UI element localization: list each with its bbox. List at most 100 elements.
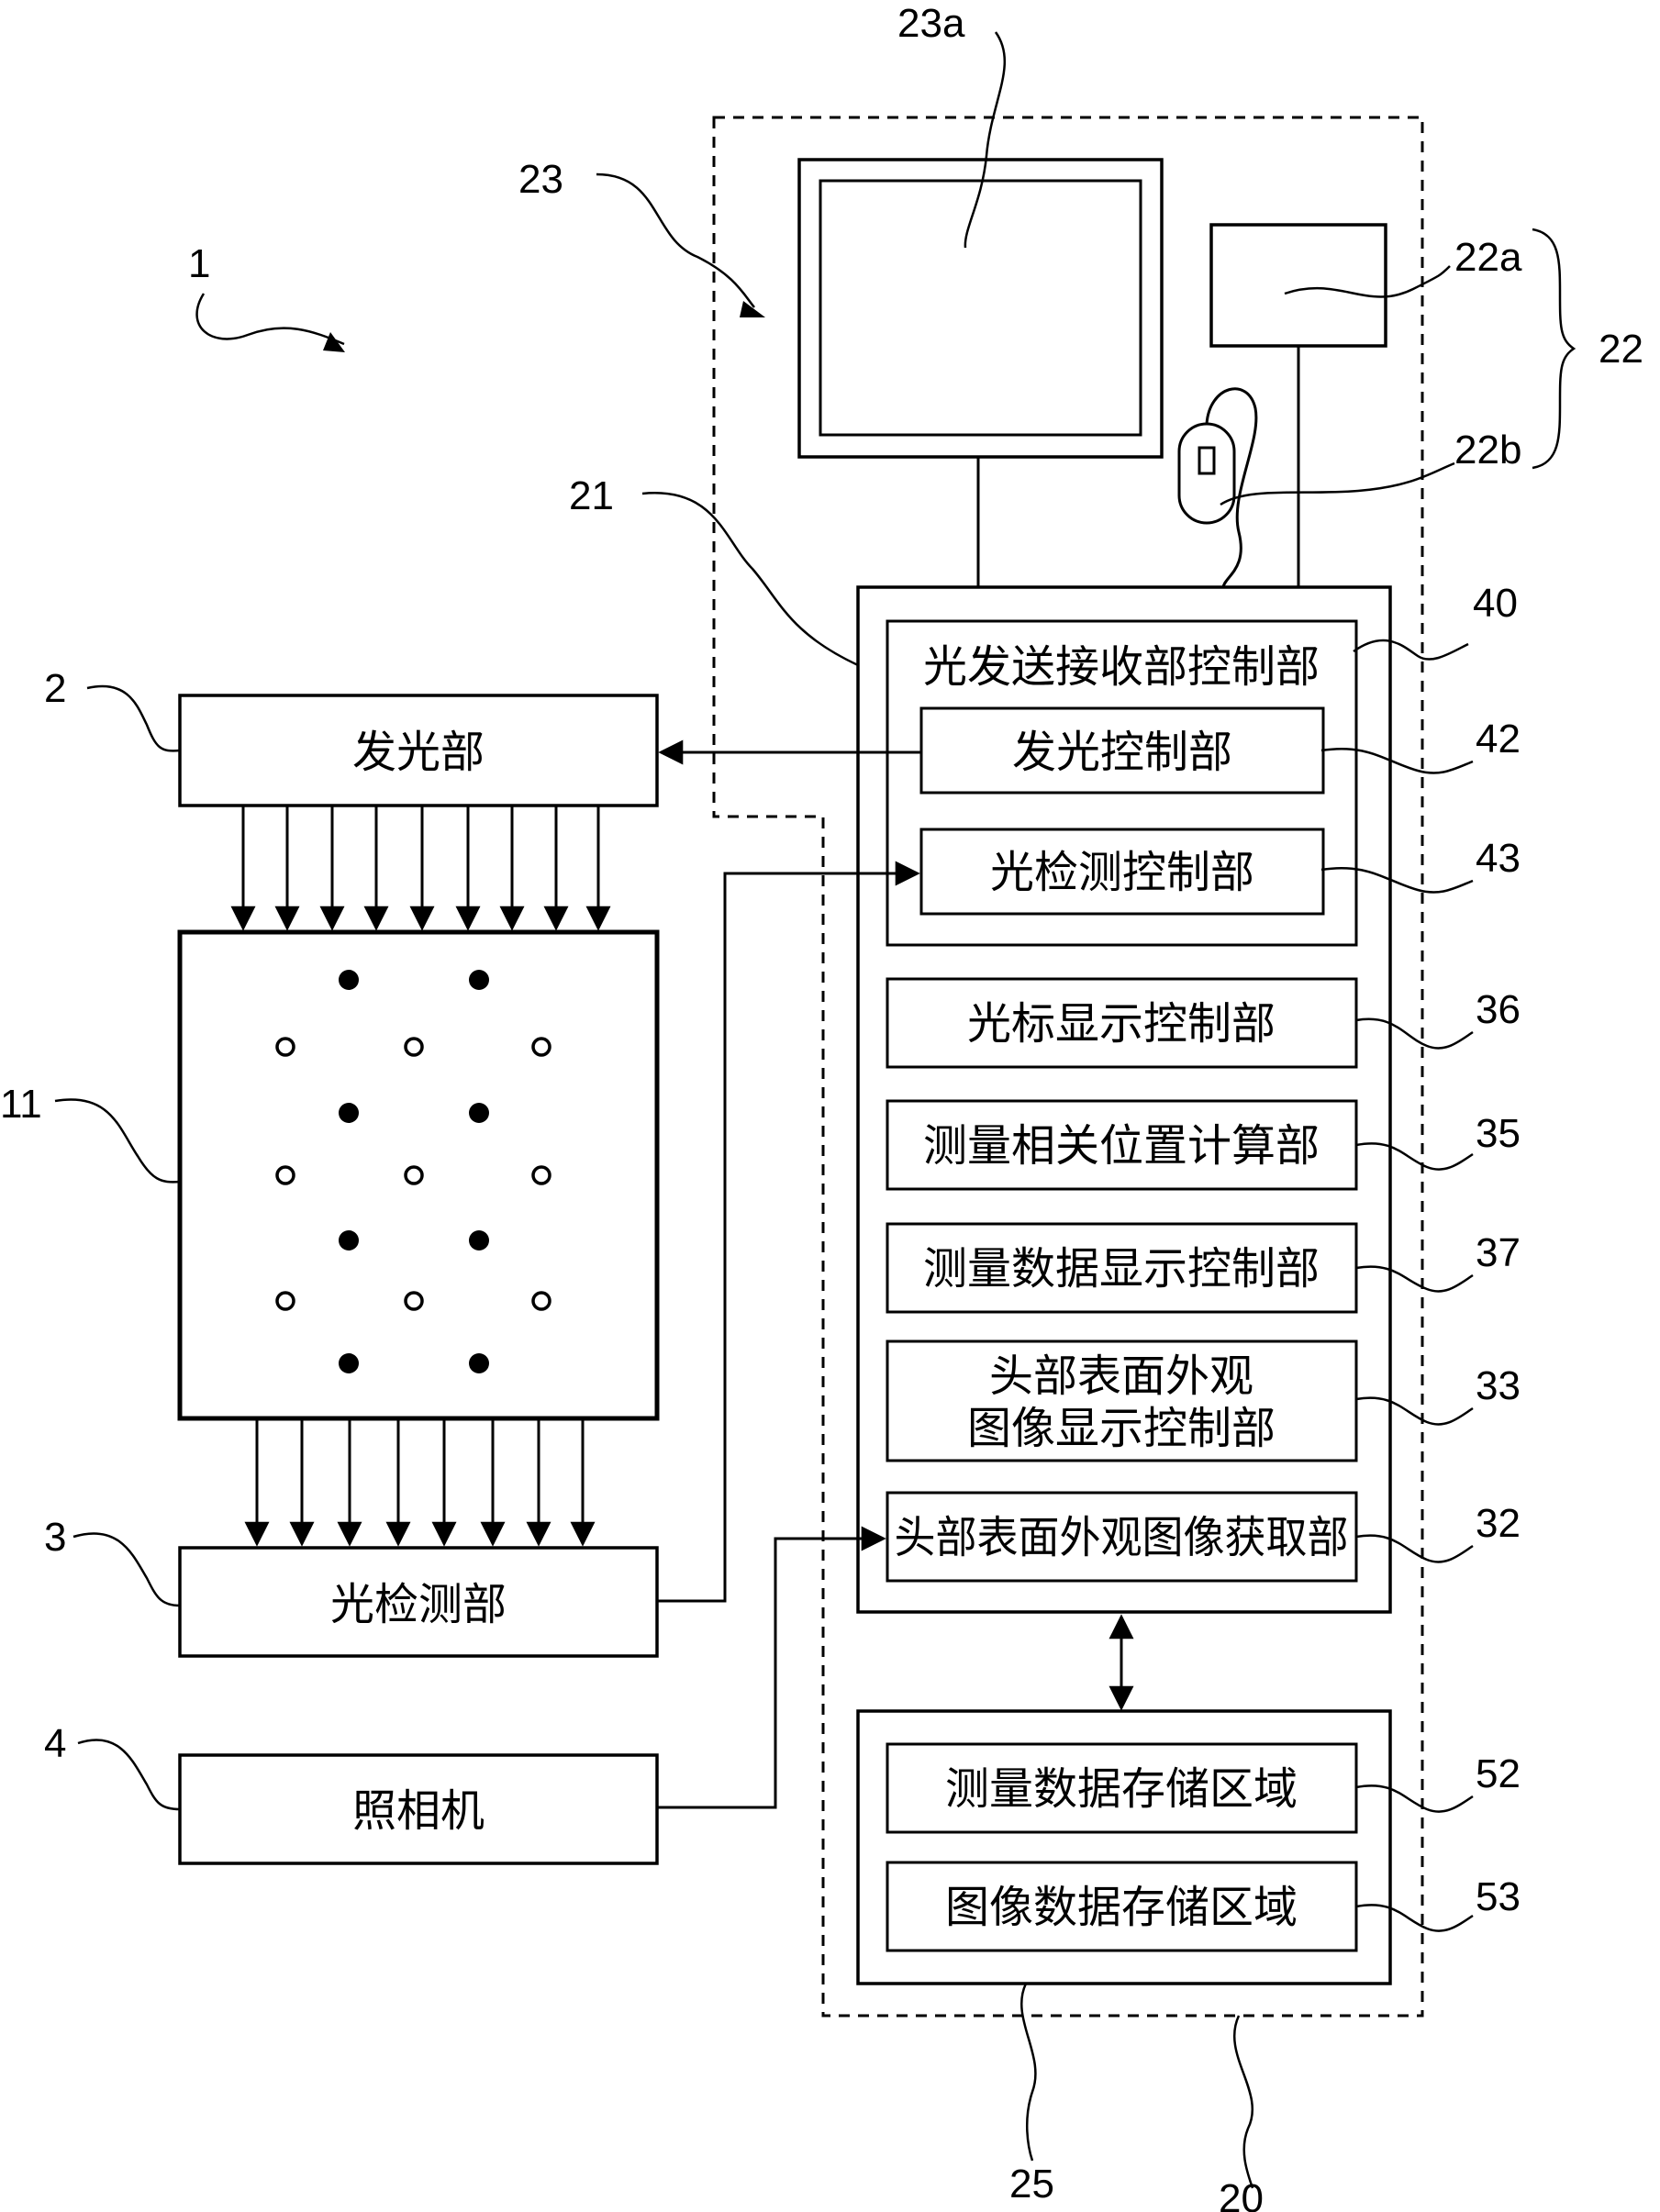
light-source-dot — [469, 1353, 489, 1373]
mouse-cable — [1205, 387, 1258, 588]
leader-21 — [641, 492, 859, 667]
emitter-label: 发光部 — [352, 727, 485, 778]
light-source-dot — [469, 1230, 489, 1251]
leader-43 — [1320, 866, 1474, 894]
light-source-dot — [339, 1353, 359, 1373]
light-source-dot — [469, 970, 489, 990]
detector-label: 光检测部 — [330, 1579, 507, 1630]
camera-label: 照相机 — [352, 1785, 485, 1837]
leader-22b — [1220, 461, 1455, 506]
image-store-box — [886, 1861, 1358, 1952]
position-calc-label: 测量相关位置计算部 — [923, 1120, 1320, 1172]
leader-32 — [1355, 1534, 1474, 1563]
leader-1-arrowhead — [323, 332, 345, 352]
leader-23-arrowhead — [740, 301, 765, 317]
ref-23: 23 — [518, 157, 563, 202]
monitor-screen — [819, 179, 1142, 437]
image-acquire-label: 头部表面外观图像获取部 — [895, 1512, 1349, 1563]
leader-22a — [1284, 265, 1451, 298]
emitter-box — [178, 694, 659, 807]
ref-35: 35 — [1476, 1111, 1521, 1156]
ref-20: 20 — [1219, 2176, 1264, 2212]
light-detector-dot — [275, 1037, 295, 1057]
detect-ctrl-box — [919, 828, 1325, 916]
leader-35 — [1355, 1142, 1474, 1171]
ref-23a: 23a — [897, 1, 965, 46]
cursor-ctrl-box — [886, 977, 1358, 1069]
leader-33 — [1355, 1396, 1474, 1426]
light-detector-dot — [531, 1291, 551, 1311]
ref-40: 40 — [1473, 581, 1518, 626]
ref-37: 37 — [1476, 1230, 1521, 1275]
transceiver-ctrl-label: 光发送接收部控制部 — [923, 641, 1320, 693]
leader-37 — [1355, 1265, 1474, 1293]
leader-53 — [1355, 1904, 1474, 1932]
light-source-dot — [339, 1103, 359, 1123]
data-store-box — [886, 1742, 1358, 1834]
light-source-dot — [339, 1230, 359, 1251]
data-display-box — [886, 1222, 1358, 1314]
detector-box — [178, 1546, 659, 1658]
ref-2: 2 — [44, 666, 66, 711]
light-detector-dot — [531, 1165, 551, 1185]
light-detector-dot — [404, 1291, 424, 1311]
light-detector-dot — [275, 1165, 295, 1185]
leader-3 — [72, 1532, 181, 1607]
probe-array — [275, 970, 551, 1373]
leader-40 — [1353, 639, 1469, 661]
ref-25: 25 — [1009, 2162, 1054, 2206]
leader-36 — [1355, 1017, 1474, 1050]
ref-22a: 22a — [1454, 235, 1522, 280]
head-display-label-line1: 头部表面外观 — [989, 1351, 1253, 1402]
light-source-dot — [339, 970, 359, 990]
camera-box — [178, 1753, 659, 1865]
light-detector-dot — [275, 1291, 295, 1311]
position-calc-box — [886, 1099, 1358, 1191]
ref-42: 42 — [1476, 717, 1521, 761]
ref-53: 53 — [1476, 1874, 1521, 1919]
ref-11: 11 — [0, 1082, 42, 1127]
ref-32: 32 — [1476, 1501, 1521, 1546]
detector-to-detect-ctrl — [657, 861, 920, 1603]
ref-36: 36 — [1476, 987, 1521, 1032]
light-detector-dot — [404, 1037, 424, 1057]
leader-25 — [1020, 1983, 1037, 2162]
leader-1 — [195, 293, 345, 346]
mouse-button — [1198, 446, 1216, 475]
ref-52: 52 — [1476, 1751, 1521, 1796]
computer-boundary — [712, 116, 1424, 2017]
leader-23a — [964, 31, 1007, 249]
ref-22: 22 — [1599, 327, 1643, 372]
cursor-ctrl-label: 光标显示控制部 — [967, 998, 1276, 1050]
ref-4: 4 — [44, 1721, 66, 1766]
data-display-label: 测量数据显示控制部 — [923, 1243, 1320, 1295]
keyboard-box — [1209, 223, 1387, 348]
brace-22 — [1532, 228, 1576, 470]
image-store-label: 图像数据存储区域 — [945, 1882, 1298, 1933]
detect-ctrl-label: 光检测控制部 — [990, 847, 1254, 898]
light-detector-dot — [531, 1037, 551, 1057]
leader-4 — [77, 1739, 181, 1811]
head-display-label-line2: 图像显示控制部 — [967, 1403, 1276, 1454]
detection-arrows — [244, 1418, 596, 1547]
leader-23 — [596, 172, 755, 308]
ref-3: 3 — [44, 1515, 66, 1560]
ref-43: 43 — [1476, 836, 1521, 881]
leader-42 — [1320, 747, 1474, 774]
ref-1: 1 — [188, 241, 210, 286]
image-acquire-box — [886, 1491, 1358, 1583]
light-detector-dot — [404, 1165, 424, 1185]
leader-2 — [86, 684, 181, 752]
ref-33: 33 — [1476, 1363, 1521, 1408]
leader-52 — [1355, 1784, 1474, 1813]
head-display-box — [886, 1339, 1358, 1462]
light-source-dot — [469, 1103, 489, 1123]
camera-to-image-acquire — [657, 1526, 886, 1809]
ref-22b: 22b — [1454, 428, 1521, 472]
emission-arrows — [230, 806, 611, 931]
data-store-label: 测量数据存储区域 — [945, 1763, 1298, 1815]
ref-21: 21 — [569, 473, 614, 518]
leader-20 — [1232, 2015, 1254, 2189]
leader-11 — [54, 1098, 181, 1184]
